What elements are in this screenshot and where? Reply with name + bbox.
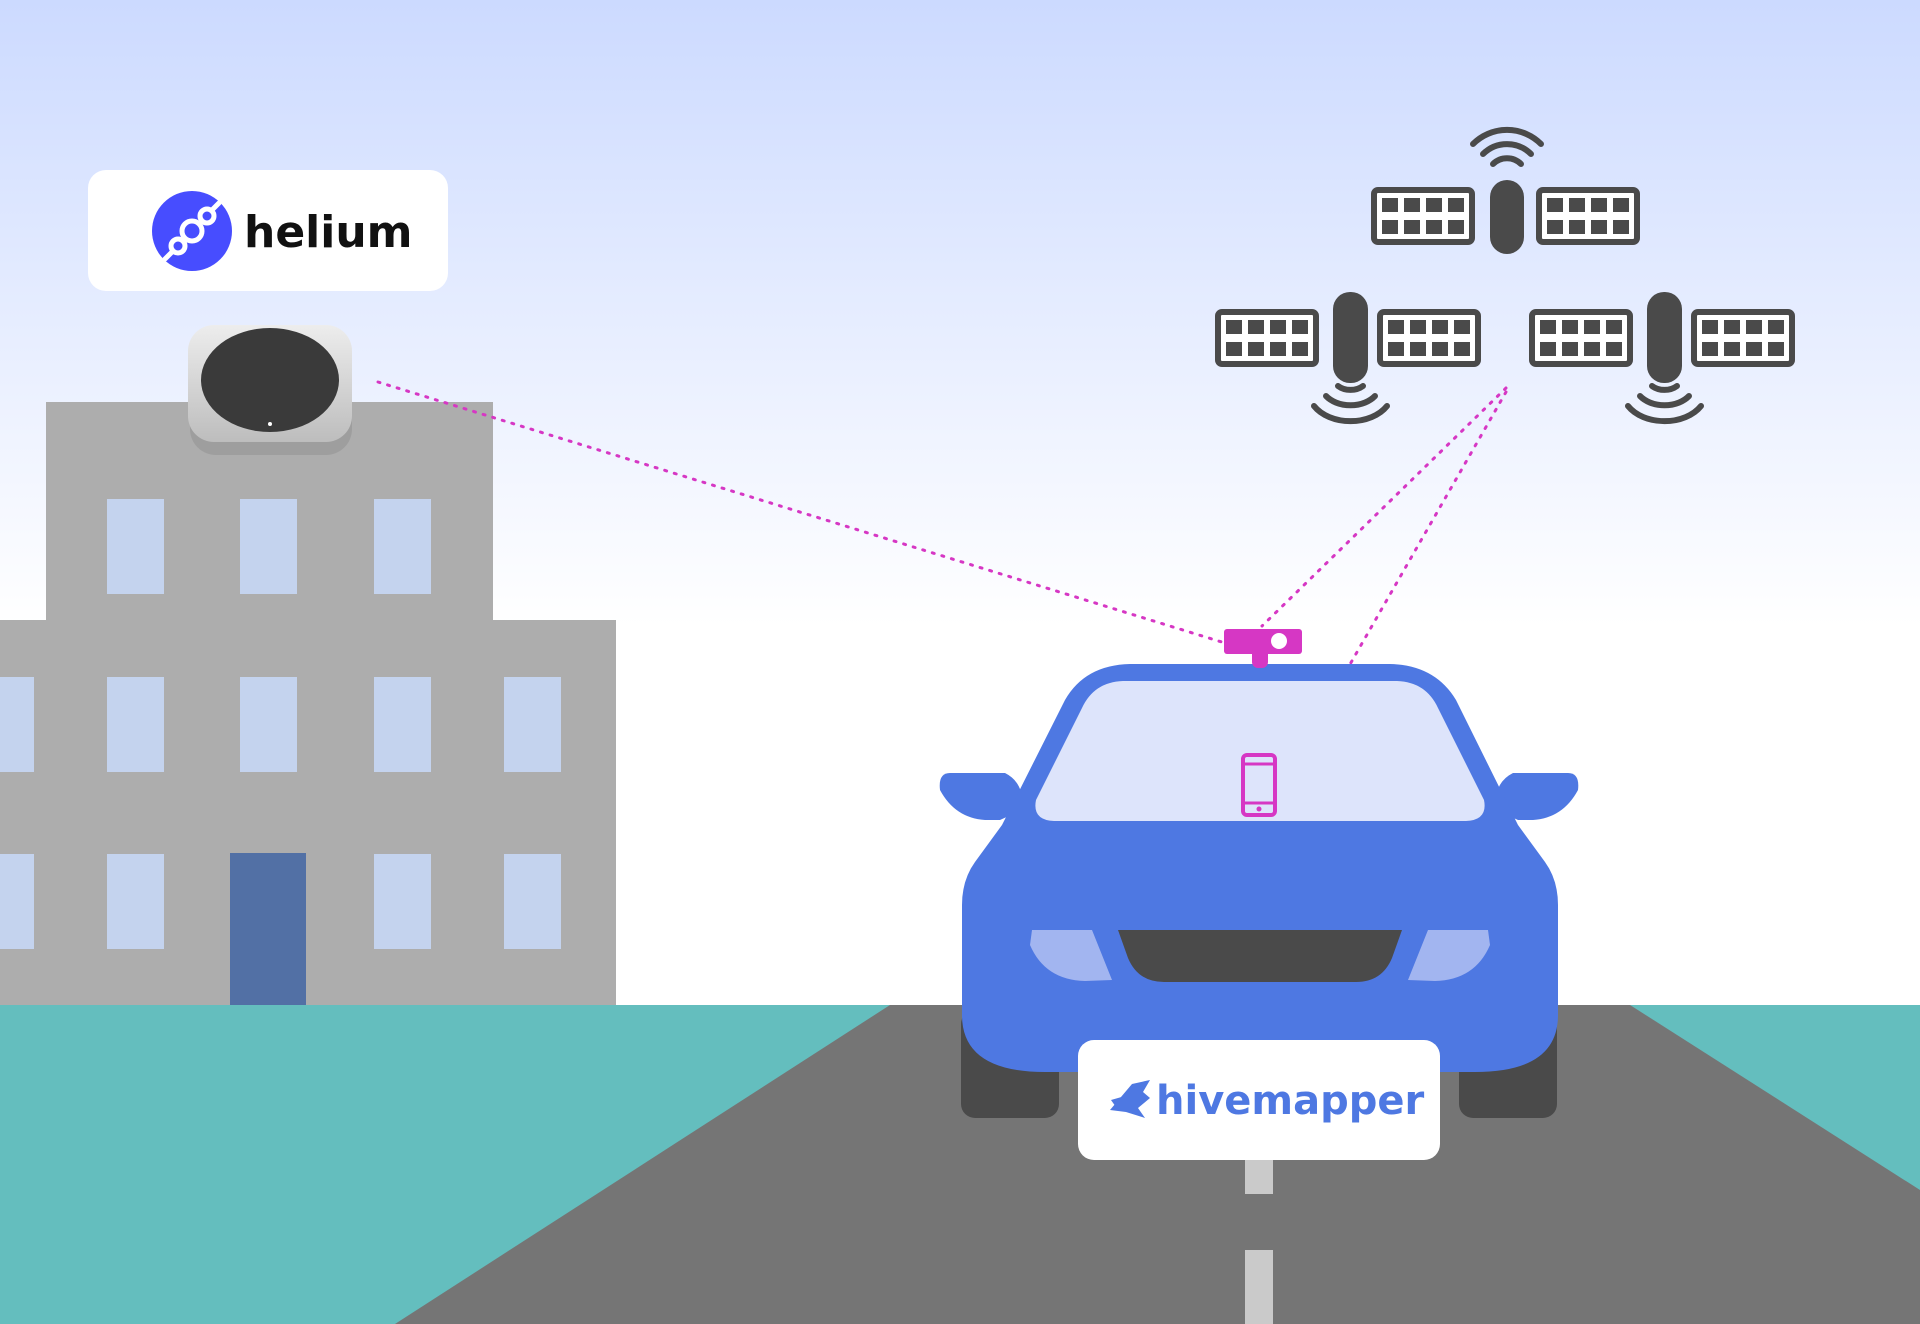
hivemapper-logo-icon [1110, 1080, 1150, 1118]
car-windshield [1035, 681, 1485, 821]
road-marking [1245, 1250, 1273, 1324]
signal-lines [376, 380, 1508, 785]
car-mirror [939, 773, 1023, 820]
car-mirror [1495, 773, 1579, 820]
dashcam-icon [1224, 629, 1302, 668]
building-window [374, 499, 431, 594]
car-icon [939, 664, 1579, 1118]
hivemapper-logo-text: hivemapper [1156, 1078, 1424, 1124]
satellite-icon [1218, 292, 1478, 425]
building-window [107, 677, 164, 772]
building-window [0, 854, 34, 949]
hotspot-signal-line [376, 380, 1227, 645]
building-window [374, 854, 431, 949]
building-door [230, 853, 306, 1005]
helium-logo-card: helium [88, 170, 448, 291]
building-window [107, 854, 164, 949]
gps-signal-line [1260, 386, 1508, 628]
building-window [504, 854, 561, 949]
building-window [107, 499, 164, 594]
smartphone-icon [1241, 753, 1277, 817]
car-headlight [1030, 930, 1112, 981]
building-window [240, 677, 297, 772]
building-window [0, 677, 34, 772]
building-window [504, 677, 561, 772]
car-grille [1118, 930, 1402, 982]
satellite-icon [1532, 292, 1792, 425]
car-headlight [1408, 930, 1490, 981]
helium-logo-text: helium [244, 207, 413, 258]
building-window [240, 499, 297, 594]
helium-hotspot-icon [188, 325, 352, 455]
helium-logo-icon [152, 191, 232, 271]
hivemapper-logo-card: hivemapper [1078, 1040, 1440, 1160]
building-window [374, 677, 431, 772]
satellite-icon [1374, 126, 1637, 254]
